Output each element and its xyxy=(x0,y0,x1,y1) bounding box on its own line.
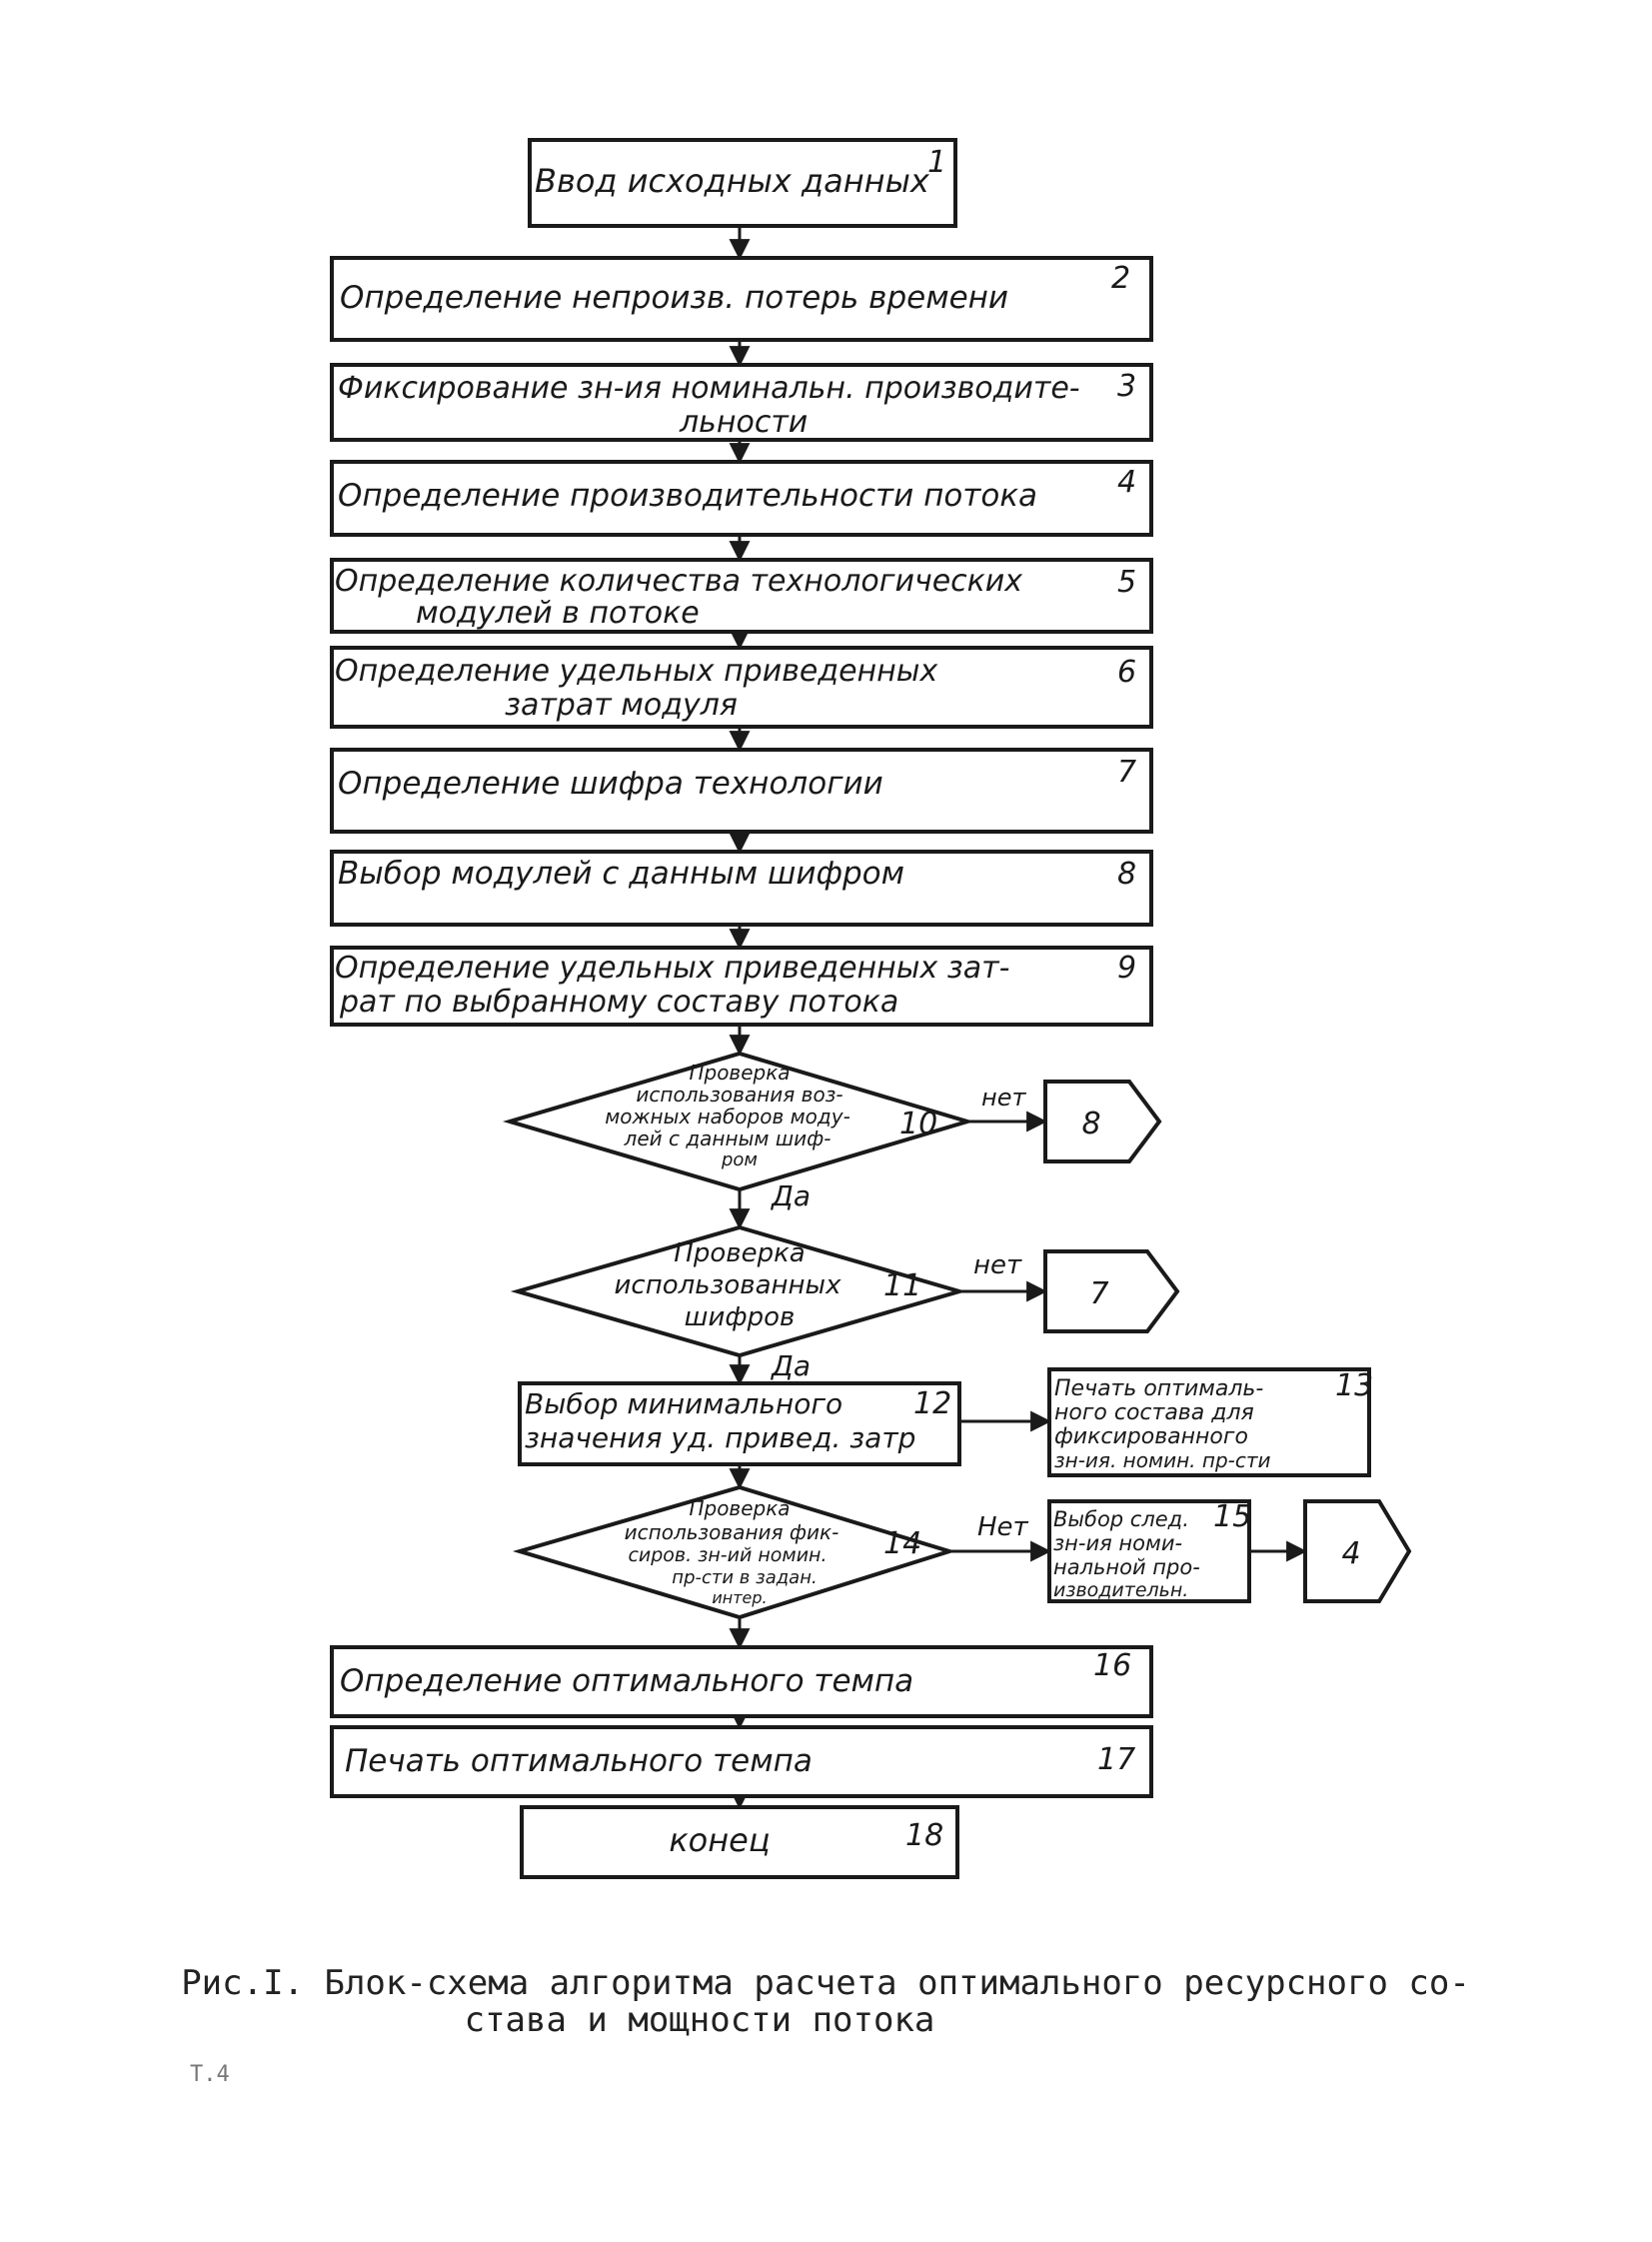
block-7: Определение шифра технологии 7 xyxy=(330,748,1153,834)
block-8-number: 8 xyxy=(1117,857,1136,892)
block-18: конец 18 xyxy=(520,1805,959,1879)
decision-10-text-line5: ром xyxy=(721,1149,758,1170)
block-3: Фиксирование зн-ия номинальн. производит… xyxy=(330,363,1153,442)
decision-11-text-line2: использованных xyxy=(615,1270,842,1300)
figure-caption-line1: Рис.I. Блок-схема алгоритма расчета опти… xyxy=(181,1963,1470,2003)
decision-10-text-line3: можных наборов моду- xyxy=(605,1105,850,1128)
block-1-text: Ввод исходных данных xyxy=(535,162,930,200)
edge-label-no-11: нет xyxy=(973,1250,1022,1280)
block-18-number: 18 xyxy=(905,1818,943,1853)
decision-14-text-line3: сиров. зн-ий номин. xyxy=(628,1544,826,1566)
block-18-text: конец xyxy=(669,1821,770,1859)
block-15-text-line4: изводительн. xyxy=(1053,1579,1188,1601)
decision-11-number: 11 xyxy=(883,1268,921,1303)
connector-8-label: 8 xyxy=(1081,1107,1100,1141)
block-13-number: 13 xyxy=(1335,1368,1373,1403)
block-13-text-line2: ного состава для xyxy=(1054,1400,1254,1425)
block-6-text-line2: затрат модуля xyxy=(505,688,738,723)
offpage-connector-7: 7 xyxy=(1043,1249,1180,1333)
edge-label-no-14: Нет xyxy=(977,1512,1029,1542)
edge-label-yes-10: Да xyxy=(770,1179,811,1212)
offpage-connector-8: 8 xyxy=(1043,1080,1162,1163)
block-6: Определение удельных приведенных затрат … xyxy=(330,646,1153,729)
block-13: Печать оптималь- ного состава для фиксир… xyxy=(1047,1367,1373,1477)
figure-caption-line2: става и мощности потока xyxy=(465,2000,935,2040)
block-13-text-line1: Печать оптималь- xyxy=(1054,1376,1263,1401)
decision-14-text-line4: пр-сти в задан. xyxy=(672,1567,817,1588)
connector-4-label: 4 xyxy=(1341,1536,1360,1571)
decision-10-text-line2: использования воз- xyxy=(636,1083,842,1107)
decision-14: Проверка использования фик- сиров. зн-ий… xyxy=(512,1484,956,1620)
block-15: Выбор след. зн-ия номи- нальной про- изв… xyxy=(1047,1499,1251,1603)
block-5-number: 5 xyxy=(1117,565,1136,600)
offpage-connector-4: 4 xyxy=(1303,1499,1412,1603)
block-17-text: Печать оптимального темпа xyxy=(345,1743,813,1779)
block-9-text-line2: рат по выбранному составу потока xyxy=(339,985,898,1020)
connector-7-label: 7 xyxy=(1089,1276,1108,1311)
block-5-text-line2: модулей в потоке xyxy=(416,596,700,631)
block-12: Выбор минимального значения уд. привед. … xyxy=(518,1381,961,1466)
block-9-number: 9 xyxy=(1117,951,1136,986)
decision-11-text-line1: Проверка xyxy=(674,1238,805,1268)
block-6-text-line1: Определение удельных приведенных xyxy=(335,654,937,689)
decision-11-text-line3: шифров xyxy=(685,1302,796,1332)
block-12-text-line2: значения уд. привед. затр xyxy=(525,1421,915,1454)
block-5: Определение количества технологических м… xyxy=(330,558,1153,634)
edge-label-no-10: нет xyxy=(981,1084,1026,1112)
block-1-number: 1 xyxy=(927,145,946,180)
decision-11: Проверка использованных шифров 11 xyxy=(510,1224,967,1358)
block-8: Выбор модулей с данным шифром 8 xyxy=(330,850,1153,927)
block-16: Определение оптимального темпа 16 xyxy=(330,1645,1153,1718)
decision-14-number: 14 xyxy=(883,1526,921,1561)
block-7-number: 7 xyxy=(1117,755,1136,790)
decision-10-number: 10 xyxy=(899,1107,937,1141)
block-13-text-line3: фиксированного xyxy=(1054,1424,1248,1449)
decision-14-text-line5: интер. xyxy=(712,1588,767,1607)
block-8-text: Выбор модулей с данным шифром xyxy=(338,856,904,892)
edge-label-yes-11: Да xyxy=(770,1349,811,1382)
decision-14-text-line1: Проверка xyxy=(689,1496,790,1520)
block-9-text-line1: Определение удельных приведенных зат- xyxy=(335,951,1009,986)
block-4-text: Определение производительности потока xyxy=(338,478,1037,514)
block-3-text-line1: Фиксирование зн-ия номинальн. производит… xyxy=(338,371,1080,406)
decision-10: Проверка использования воз- можных набор… xyxy=(502,1051,974,1192)
branch-connectors xyxy=(949,1111,1308,1562)
block-16-number: 16 xyxy=(1093,1648,1131,1683)
block-15-text-line3: нальной про- xyxy=(1053,1555,1200,1579)
block-12-number: 12 xyxy=(913,1386,951,1421)
block-2-number: 2 xyxy=(1111,261,1130,296)
block-5-text-line1: Определение количества технологических xyxy=(335,564,1022,599)
block-15-number: 15 xyxy=(1213,1499,1251,1534)
block-7-text: Определение шифра технологии xyxy=(338,766,883,802)
block-6-number: 6 xyxy=(1117,655,1136,690)
page-mark: Т.4 xyxy=(190,2062,230,2087)
block-12-text-line1: Выбор минимального xyxy=(525,1387,842,1420)
block-15-text-line1: Выбор след. xyxy=(1053,1507,1189,1531)
block-13-text-line4: зн-ия. номин. пр-сти xyxy=(1054,1448,1271,1472)
block-3-text-line2: льности xyxy=(679,405,808,440)
block-2: Определение непроизв. потерь времени 2 xyxy=(330,256,1153,342)
decision-10-text-line1: Проверка xyxy=(689,1061,790,1085)
block-1: Ввод исходных данных 1 xyxy=(528,138,957,228)
block-4-number: 4 xyxy=(1117,465,1136,500)
block-9: Определение удельных приведенных зат- ра… xyxy=(330,946,1153,1027)
block-4: Определение производительности потока 4 xyxy=(330,460,1153,537)
block-15-text-line2: зн-ия номи- xyxy=(1053,1531,1182,1555)
decision-14-text-line2: использования фик- xyxy=(625,1520,839,1544)
block-2-text: Определение непроизв. потерь времени xyxy=(340,280,1008,316)
block-16-text: Определение оптимального темпа xyxy=(340,1663,913,1699)
block-3-number: 3 xyxy=(1117,369,1136,404)
block-17-number: 17 xyxy=(1097,1742,1135,1777)
block-17: Печать оптимального темпа 17 xyxy=(330,1725,1153,1798)
decision-10-text-line4: лей с данным шиф- xyxy=(624,1126,831,1150)
